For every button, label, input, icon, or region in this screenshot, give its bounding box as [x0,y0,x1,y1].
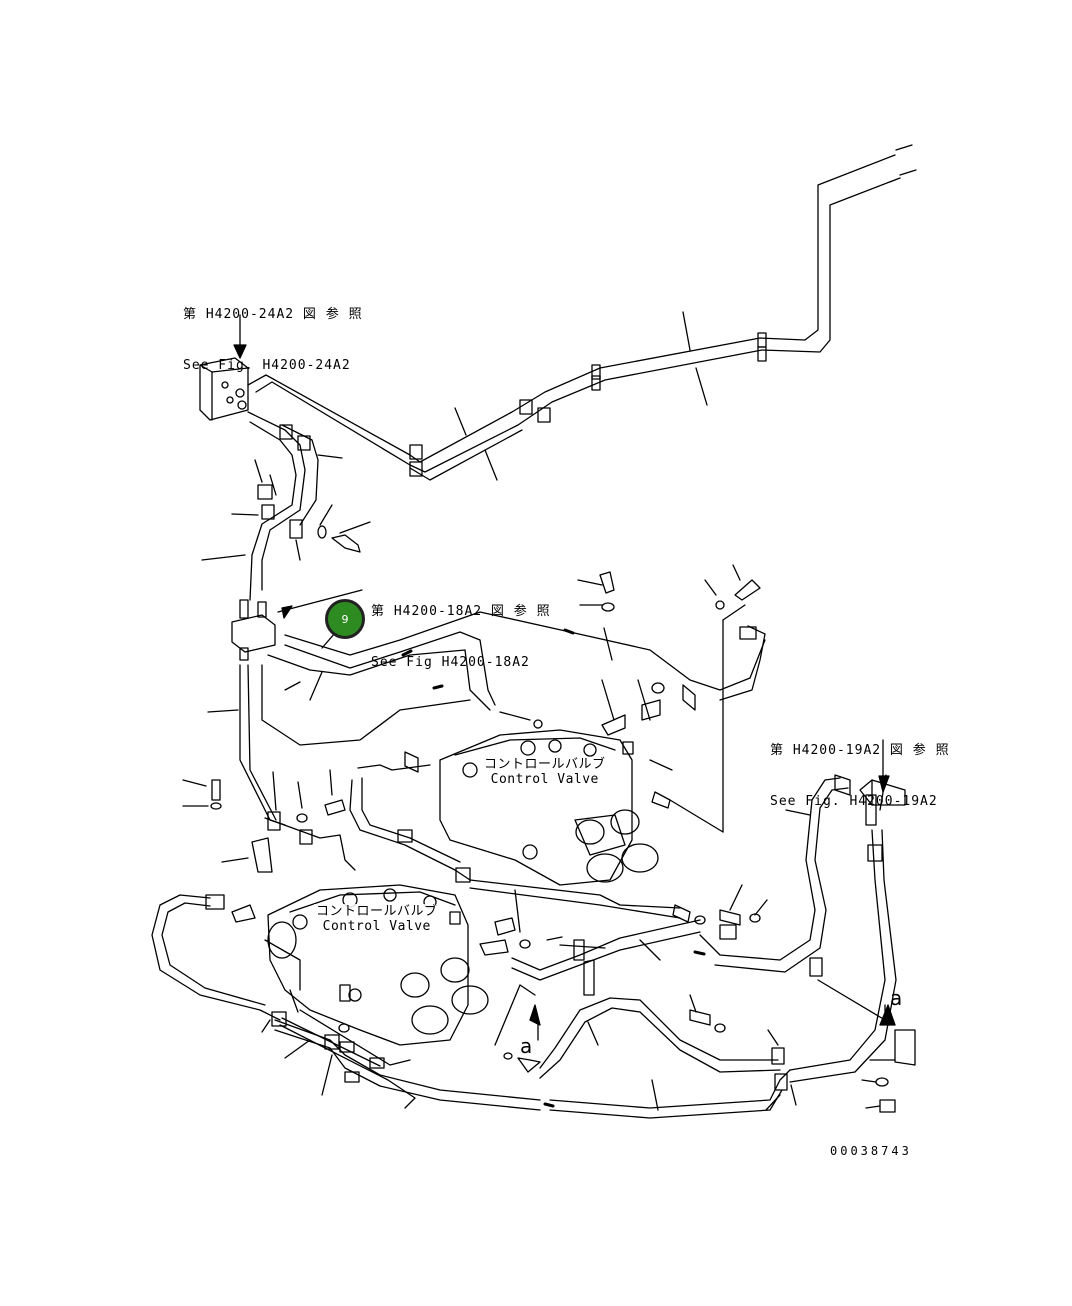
reference-jp-18a2: 第 H4200-18A2 図 参 照 [371,604,551,619]
connection-marker-a-lower: a [520,1034,533,1058]
middle-fittings [479,884,768,1073]
left-hoses [201,411,371,601]
reference-jp-19a2: 第 H4200-19A2 図 参 照 [770,743,950,758]
hose-break-marks [401,628,706,1108]
left-bracket-parts [182,769,356,873]
reference-en-19a2: See Fig. H4200-19A2 [770,794,938,809]
control-valve-en: Control Valve [322,919,431,934]
control-valve-en: Control Valve [490,772,599,787]
upper-valve-fittings [349,564,761,919]
control-valve-label-lower: コントロールバルブ Control Valve [314,904,440,934]
upper-control-valve-drawing [439,604,746,886]
connection-marker-a-right: a [890,986,903,1010]
reference-jp-24a2: 第 H4200-24A2 図 参 照 [183,307,363,322]
part-callout-9[interactable]: 9 [325,599,365,639]
drawing-number: 00038743 [830,1144,912,1158]
part-callout-number: 9 [341,612,349,626]
control-valve-jp: コントロールバルブ [316,904,438,919]
lower-valve-pipes [151,894,797,1119]
upper-pipe-run [247,144,917,481]
reference-en-18a2: See Fig H4200-18A2 [371,655,530,670]
upper-manifold [199,314,249,421]
reference-en-24a2: See Fig. H4200-24A2 [183,358,351,373]
control-valve-label-upper: コントロールバルブ Control Valve [482,757,608,787]
reference-note-24a2: 第 H4200-24A2 図 参 照 See Fig. H4200-24A2 [183,272,363,408]
reference-note-18a2: 第 H4200-18A2 図 参 照 See Fig H4200-18A2 [371,569,551,705]
control-valve-jp: コントロールバルブ [484,757,606,772]
reference-note-19a2: 第 H4200-19A2 図 参 照 See Fig. H4200-19A2 [770,708,950,844]
right-side-hoses [699,739,916,1113]
